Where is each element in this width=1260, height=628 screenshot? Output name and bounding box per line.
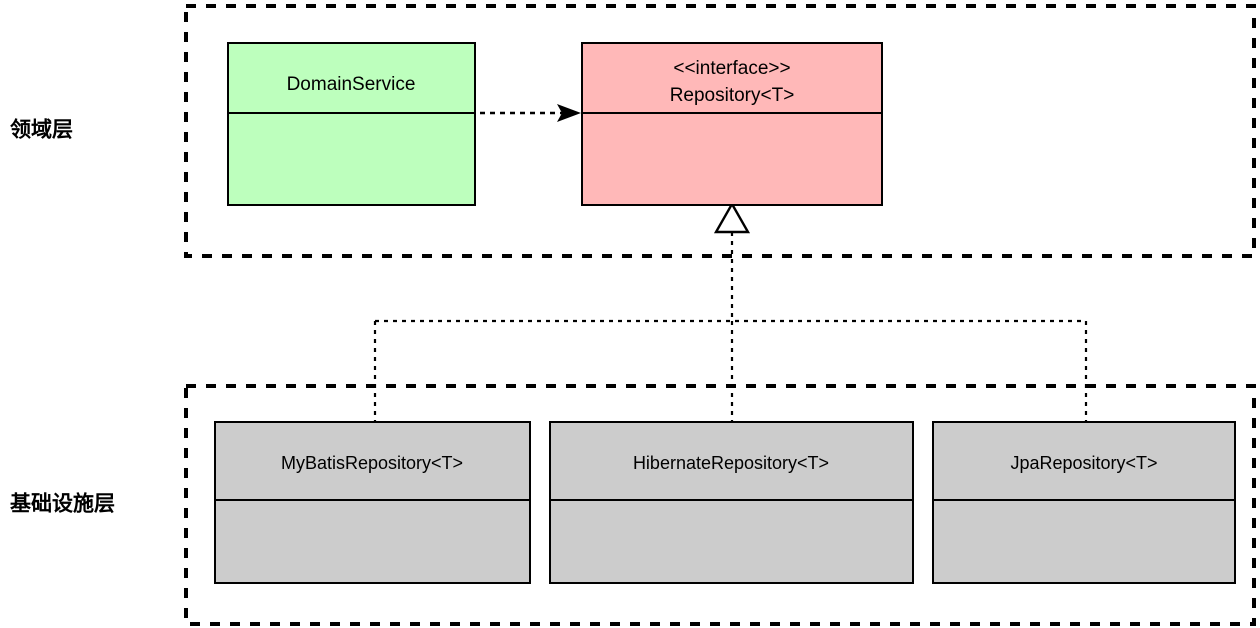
repository-interface-body xyxy=(581,42,883,206)
realization-hollow-triangle-icon xyxy=(713,201,751,234)
repository-interface-stereotype: <<interface>> xyxy=(673,58,790,79)
class-box-repository-interface[interactable]: <<interface>> Repository<T> xyxy=(581,42,883,206)
dependency-arrowhead-icon xyxy=(557,104,581,122)
hibernate-repository-body xyxy=(549,421,914,584)
repository-interface-name: Repository<T> xyxy=(670,85,795,106)
jpa-repository-name: JpaRepository<T> xyxy=(1010,453,1157,473)
class-box-hibernate-repository[interactable]: HibernateRepository<T> xyxy=(549,421,914,584)
domain-layer-label: 领域层 xyxy=(10,118,73,142)
class-box-mybatis-repository[interactable]: MyBatisRepository<T> xyxy=(214,421,531,584)
class-box-domain-service[interactable]: DomainService xyxy=(227,42,476,206)
class-box-jpa-repository[interactable]: JpaRepository<T> xyxy=(932,421,1236,584)
infrastructure-layer-container xyxy=(184,384,1256,626)
mybatis-repository-body xyxy=(214,421,531,584)
mybatis-repository-name: MyBatisRepository<T> xyxy=(281,453,463,473)
hibernate-repository-name: HibernateRepository<T> xyxy=(633,453,829,473)
domain-service-body xyxy=(227,42,476,206)
infrastructure-layer-label: 基础设施层 xyxy=(10,492,115,516)
domain-service-name: DomainService xyxy=(287,74,416,95)
jpa-repository-body xyxy=(932,421,1236,584)
